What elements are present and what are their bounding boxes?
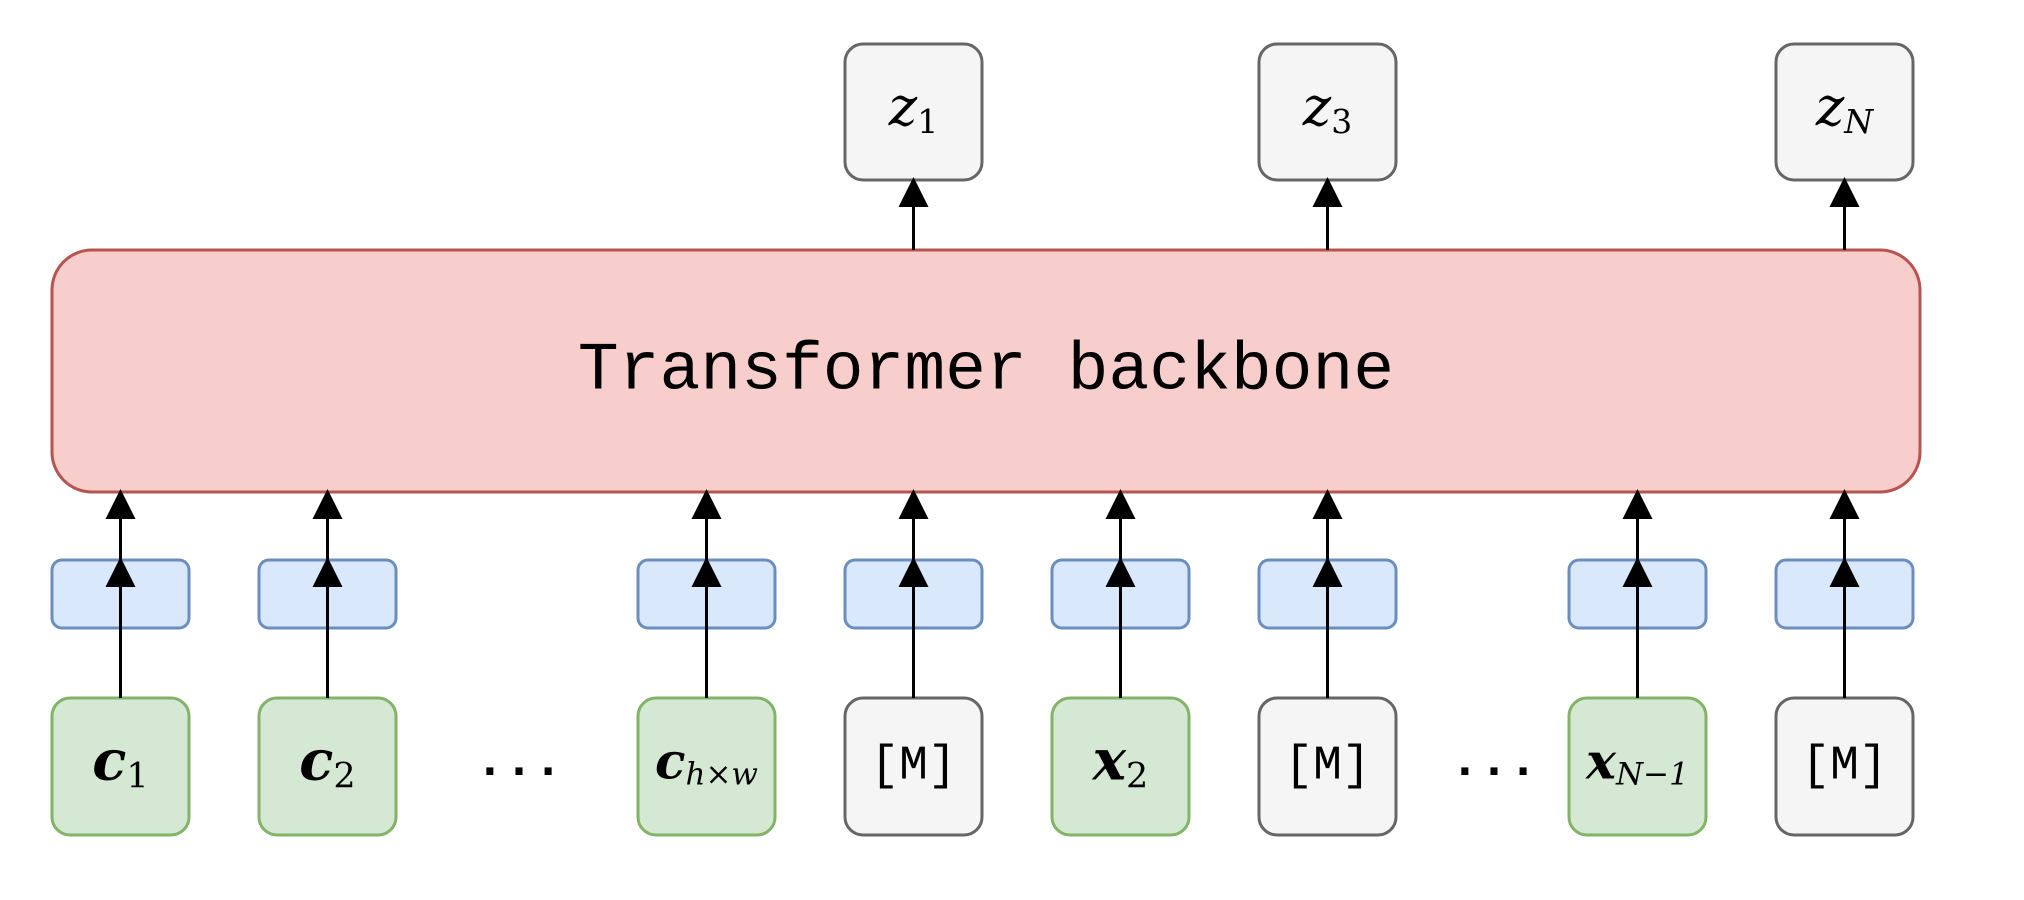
input-tokens: c1 c2 ch×w [M] x2 [M] xN−1 [M] bbox=[50, 696, 1915, 837]
arrows bbox=[105, 177, 1860, 698]
output-token-label: z1 bbox=[888, 75, 938, 141]
mask-token-label: [M] bbox=[1284, 740, 1370, 794]
transformer-backbone: Transformer backbone bbox=[50, 248, 1922, 494]
image-token-label: x2 bbox=[1092, 728, 1149, 797]
output-tokens: z1 z3 zN bbox=[843, 42, 1915, 182]
input-token-6: xN−1 bbox=[1567, 696, 1708, 837]
output-token-2: zN bbox=[1774, 42, 1915, 182]
ellipsis-right: · · · bbox=[1457, 749, 1530, 795]
input-token-5: [M] bbox=[1257, 696, 1398, 837]
output-token-label: z3 bbox=[1302, 75, 1352, 141]
condition-token-label: c1 bbox=[92, 728, 148, 797]
input-token-1: c2 bbox=[257, 696, 398, 837]
ellipsis-left: · · · bbox=[482, 749, 555, 795]
output-token-label: zN bbox=[1815, 75, 1874, 141]
condition-token-label: c2 bbox=[299, 728, 355, 797]
input-token-4: x2 bbox=[1050, 696, 1191, 837]
embedding-boxes bbox=[50, 558, 1915, 630]
mask-token-label: [M] bbox=[1801, 740, 1887, 794]
input-token-2: ch×w bbox=[636, 696, 777, 837]
backbone-label: Transformer backbone bbox=[578, 333, 1394, 410]
input-token-7: [M] bbox=[1774, 696, 1915, 837]
input-token-0: c1 bbox=[50, 696, 191, 837]
condition-token-label: ch×w bbox=[655, 731, 758, 793]
image-token-label: xN−1 bbox=[1585, 731, 1689, 793]
output-token-1: z3 bbox=[1257, 42, 1398, 182]
output-token-0: z1 bbox=[843, 42, 984, 182]
mask-token-label: [M] bbox=[870, 740, 956, 794]
input-token-3: [M] bbox=[843, 696, 984, 837]
